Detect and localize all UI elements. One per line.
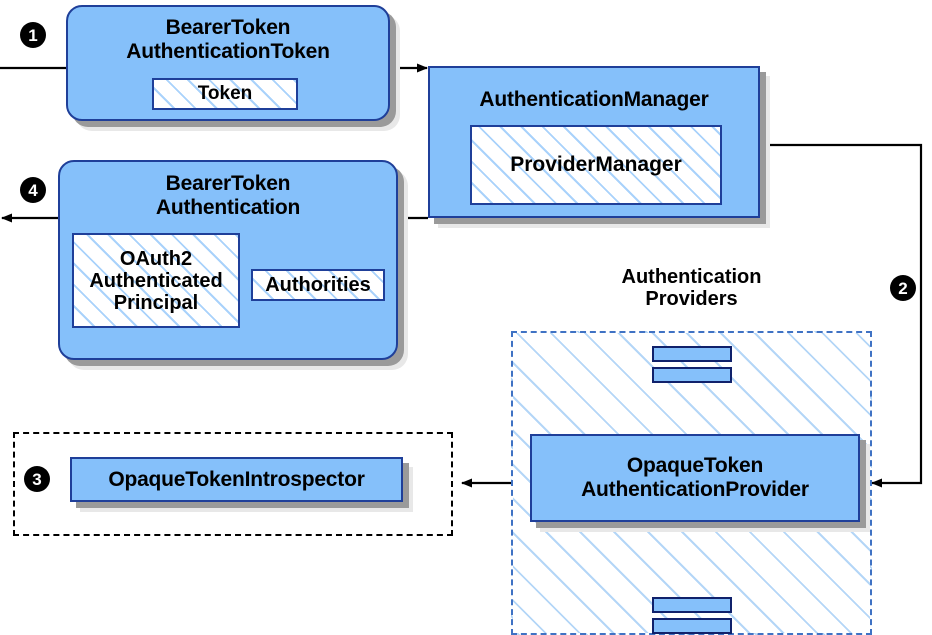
- inner-token[interactable]: Token: [152, 78, 298, 110]
- node-opaque-token-authentication-provider-title: OpaqueToken AuthenticationProvider: [581, 454, 809, 501]
- inner-provider-manager[interactable]: ProviderManager: [470, 125, 722, 205]
- provider-stack-bar-upper-2[interactable]: [652, 367, 732, 383]
- inner-oauth2-authenticated-principal[interactable]: OAuth2 Authenticated Principal: [72, 233, 240, 328]
- node-bearer-token-authentication-token-title: BearerToken AuthenticationToken: [126, 16, 330, 63]
- provider-stack-bar-upper-1[interactable]: [652, 346, 732, 362]
- inner-authorities[interactable]: Authorities: [251, 269, 385, 301]
- node-opaque-token-authentication-provider[interactable]: OpaqueToken AuthenticationProvider: [530, 434, 860, 522]
- badge-step-4: 4: [20, 177, 46, 203]
- connector-manager-to-provider: [760, 143, 923, 488]
- badge-step-2: 2: [890, 275, 916, 301]
- badge-step-3: 3: [24, 466, 50, 492]
- provider-stack-bar-lower-1[interactable]: [652, 597, 732, 613]
- provider-stack-bar-lower-2[interactable]: [652, 618, 732, 634]
- node-bearer-token-authentication-title: BearerToken Authentication: [155, 172, 301, 219]
- node-opaque-token-introspector[interactable]: OpaqueTokenIntrospector: [70, 457, 403, 502]
- node-authentication-manager-title: AuthenticationManager: [479, 88, 709, 111]
- authentication-providers-caption: Authentication Providers: [621, 266, 762, 311]
- node-opaque-token-introspector-title: OpaqueTokenIntrospector: [108, 467, 365, 491]
- badge-step-1: 1: [20, 22, 46, 48]
